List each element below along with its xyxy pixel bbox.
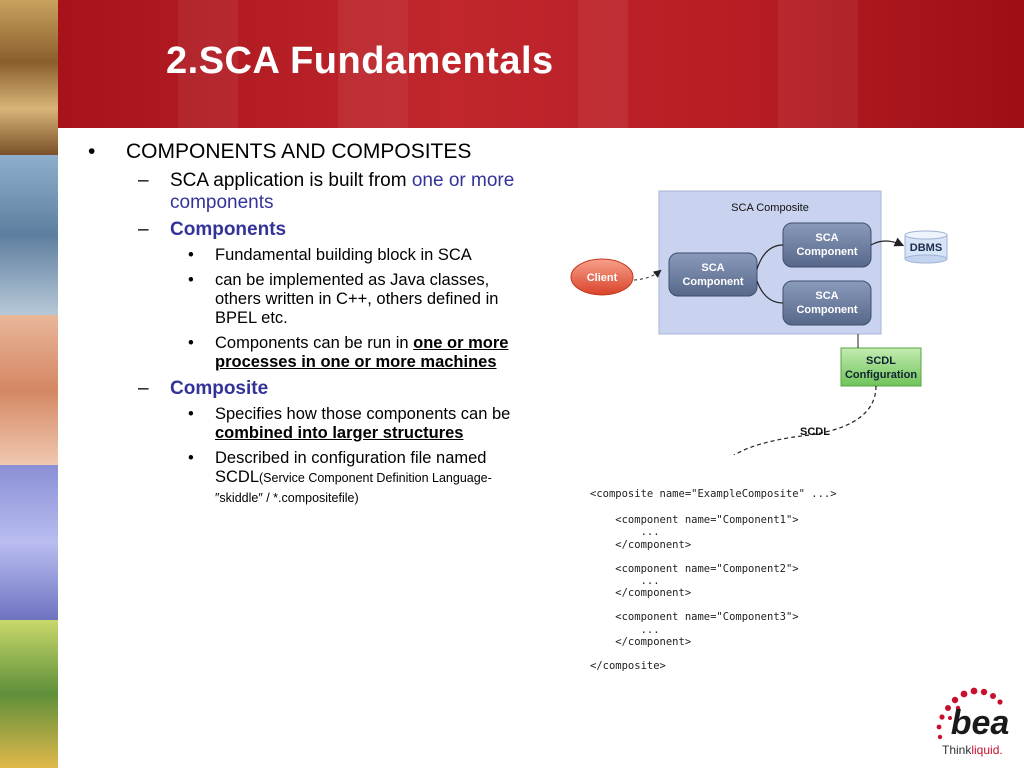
bullet-text: Components can be run in [215, 334, 414, 352]
client-label: Client [587, 272, 618, 284]
bullet-text: SCA application is built from [170, 170, 412, 191]
highlight-text: one or more components [170, 170, 515, 213]
wire-bottom [756, 280, 784, 304]
emphasis-text: one or more processes in one or more mac… [215, 334, 509, 371]
scdl-config-line1: SCDL [866, 355, 896, 367]
dbms-arrow [870, 237, 905, 247]
bea-logo: bea Thinkliquid. [936, 687, 1010, 757]
code-line: </component> [590, 635, 692, 648]
code-line: <component name="Component1"> [590, 514, 799, 527]
bullet-text: Fundamental building block in SCA [215, 246, 472, 264]
sca-composite-diagram: SCA Composite Client SCA Component SCA C… [570, 190, 948, 455]
components-heading: Components [170, 219, 287, 240]
component-top [782, 222, 872, 268]
bullet-level3: • Described in configuration file named … [88, 449, 528, 508]
bookshelf-photo [0, 0, 58, 155]
code-line: <composite name="ExampleComposite" ...> [590, 488, 837, 500]
emphasis-text: combined into larger structures [215, 424, 464, 442]
logo-think: Think [942, 743, 972, 757]
dbms-node [904, 230, 948, 264]
wire-top [756, 244, 784, 270]
bullet-marker: • [188, 449, 194, 467]
code-line: <component name="Component3"> [590, 611, 799, 624]
client-node [570, 258, 634, 296]
bullet-list: • COMPONENTS AND COMPOSITES – SCA applic… [88, 140, 528, 514]
bullet-text: Specifies how those components can be [215, 405, 511, 423]
code-line: ... [590, 526, 660, 539]
code-line: <component name="Component2"> [590, 562, 799, 575]
dbms-label: DBMS [910, 242, 942, 254]
logo-tagline: Thinkliquid. [942, 743, 1003, 757]
small-note: (Service Component Definition Language-″… [215, 471, 492, 505]
bullet-level3: • can be implemented as Java classes, ot… [88, 271, 528, 328]
bullet-marker: • [88, 140, 96, 163]
component-top-line2: Component [796, 246, 857, 258]
bullet-level3: • Specifies how those components can be … [88, 405, 528, 443]
logo-brand: bea [951, 704, 1010, 742]
hand-photo [0, 155, 58, 315]
component-bottom [782, 280, 872, 326]
scdl-config-box [840, 347, 922, 387]
component-main-line2: Component [682, 276, 743, 288]
columns-photo [0, 465, 58, 620]
logo-liquid: liquid. [971, 743, 1002, 757]
test-tubes-photo [0, 620, 58, 768]
bullet-level3: • Fundamental building block in SCA [88, 246, 528, 265]
bullet-text: can be implemented as Java classes, othe… [215, 271, 499, 327]
component-bottom-line2: Component [796, 304, 857, 316]
bullet-text: Described in configuration file named SC… [215, 449, 487, 486]
logo-dots [936, 687, 1003, 740]
bullet-level3: • Components can be run in one or more p… [88, 334, 528, 372]
dash-marker: – [138, 378, 149, 399]
bullet-level1: • COMPONENTS AND COMPOSITES [88, 140, 528, 164]
left-photo-strip [0, 0, 58, 768]
scdl-config-line2: Configuration [845, 369, 917, 381]
bullet-level2: – Components [88, 219, 528, 241]
code-line: </component> [590, 587, 692, 600]
scdl-code-block: <composite name="ExampleComposite" ...> … [590, 488, 837, 672]
code-line: </composite> [590, 660, 666, 673]
composite-label: SCA Composite [731, 202, 809, 214]
slide-title: 2.SCA Fundamentals [166, 40, 554, 82]
dash-marker: – [138, 219, 149, 240]
component-bottom-line1: SCA [815, 290, 838, 302]
bullet-marker: • [188, 405, 194, 423]
bullet-marker: • [188, 246, 194, 264]
component-top-line1: SCA [815, 232, 838, 244]
scdl-arrow-label: SCDL [800, 426, 830, 438]
keypad-photo [0, 315, 58, 465]
dash-marker: – [138, 170, 149, 191]
component-main [668, 252, 758, 297]
client-arrow [633, 269, 662, 281]
bullet-level2: – Composite [88, 378, 528, 400]
composite-heading: Composite [170, 378, 269, 399]
bullet-marker: • [188, 334, 194, 352]
bullet-text: COMPONENTS AND COMPOSITES [126, 140, 472, 163]
bullet-level2: – SCA application is built from one or m… [88, 170, 528, 214]
code-line: ... [590, 575, 660, 588]
component-main-line1: SCA [701, 262, 724, 274]
slide-header [58, 0, 1024, 128]
code-line: </component> [590, 538, 692, 551]
code-line: ... [590, 623, 660, 636]
bullet-marker: • [188, 271, 194, 289]
scdl-arrow [733, 385, 877, 455]
